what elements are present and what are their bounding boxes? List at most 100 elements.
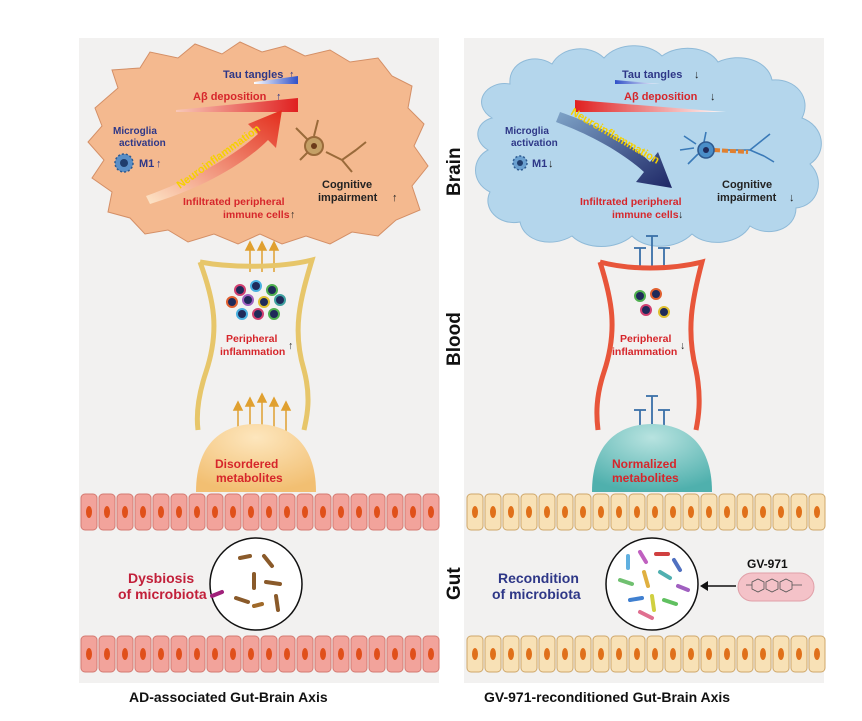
- right-microglia-label-line2: activation: [511, 138, 558, 149]
- epithelial-cell-nucleus: [814, 506, 820, 518]
- gv971-chemical-structure-icon: [746, 578, 802, 593]
- epithelial-cell-nucleus: [814, 648, 820, 660]
- left-tau-label: Tau tangles: [223, 69, 283, 81]
- epithelial-cell-nucleus: [320, 648, 326, 660]
- epithelial-cell-nucleus: [634, 506, 640, 518]
- epithelial-cell-nucleus: [176, 648, 182, 660]
- epithelial-cell-nucleus: [670, 506, 676, 518]
- right-metabolites-label-line2: metabolites: [612, 471, 679, 485]
- right-neuroinflammation-arrow: [556, 112, 672, 188]
- left-abeta-label: Aβ deposition: [193, 91, 267, 103]
- epithelial-cell-nucleus: [428, 506, 434, 518]
- right-gut-epithelium-top: [466, 493, 826, 531]
- right-panel-caption: GV-971-reconditioned Gut-Brain Axis: [484, 689, 730, 705]
- epithelial-cell-nucleus: [634, 648, 640, 660]
- epithelial-cell-nucleus: [796, 648, 802, 660]
- epithelial-cell-nucleus: [392, 648, 398, 660]
- epithelial-cell-nucleus: [374, 506, 380, 518]
- left-microglia-label-line1: Microglia: [113, 126, 157, 137]
- epithelial-cell-nucleus: [194, 648, 200, 660]
- epithelial-cell-nucleus: [284, 648, 290, 660]
- epithelial-cell-nucleus: [688, 506, 694, 518]
- right-peripheral-arrow: ↓: [680, 340, 685, 352]
- epithelial-cell-nucleus: [742, 648, 748, 660]
- epithelial-cell-nucleus: [652, 506, 658, 518]
- right-tau-label: Tau tangles: [622, 69, 682, 81]
- epithelial-cell-nucleus: [194, 506, 200, 518]
- epithelial-cell-nucleus: [158, 506, 164, 518]
- left-microbiota-label-line2: of microbiota: [118, 586, 207, 602]
- left-peripheral-arrow: ↑: [288, 340, 293, 352]
- epithelial-cell-nucleus: [580, 648, 586, 660]
- epithelial-cell-nucleus: [374, 648, 380, 660]
- epithelial-cell-nucleus: [122, 648, 128, 660]
- epithelial-cell-nucleus: [338, 506, 344, 518]
- epithelial-cell-nucleus: [86, 506, 92, 518]
- left-blood-vessel: [194, 256, 316, 431]
- left-immune-cells: [226, 280, 286, 320]
- epithelial-cell-nucleus: [778, 648, 784, 660]
- epithelial-cell-nucleus: [724, 648, 730, 660]
- epithelial-cell-nucleus: [212, 648, 218, 660]
- right-blood-vessel: [594, 258, 706, 431]
- right-metabolites-label-line1: Normalized: [612, 457, 677, 471]
- left-tau-arrow: ↑: [289, 69, 295, 81]
- right-immune-cells: [634, 288, 670, 318]
- left-cognitive-label-line1: Cognitive: [322, 179, 372, 191]
- left-abeta-gradient-bar: [176, 98, 298, 112]
- section-label-gut: Gut: [444, 567, 465, 600]
- left-microglia-label-line2: activation: [119, 138, 166, 149]
- epithelial-cell-nucleus: [338, 648, 344, 660]
- left-infiltrated-arrow: ↑: [290, 209, 295, 221]
- gv971-label: GV-971: [747, 557, 788, 571]
- right-gut-epithelium-bottom: [466, 635, 826, 673]
- right-abeta-gradient-bar: [575, 100, 726, 112]
- right-bacteria-icons: [618, 550, 690, 620]
- epithelial-cell-nucleus: [122, 506, 128, 518]
- epithelial-cell-nucleus: [562, 506, 568, 518]
- epithelial-cell-nucleus: [724, 506, 730, 518]
- left-neuroinflammation-arrow: [146, 110, 282, 204]
- right-microbiota-label-line1: Recondition: [498, 570, 579, 586]
- epithelial-cell-nucleus: [616, 648, 622, 660]
- left-metabolites-dome: [196, 424, 316, 492]
- left-cognitive-label-line2: impairment: [318, 192, 378, 204]
- epithelial-cell-nucleus: [428, 648, 434, 660]
- epithelial-cell-nucleus: [230, 506, 236, 518]
- epithelial-cell-nucleus: [706, 648, 712, 660]
- left-peripheral-label-line2: inflammation: [220, 346, 285, 358]
- left-gut-epithelium-bottom: [80, 635, 440, 673]
- epithelial-cell-nucleus: [472, 506, 478, 518]
- left-metabolites-label-line1: Disordered: [215, 457, 278, 471]
- right-infiltrated-label-line1: Infiltrated peripheral: [580, 196, 682, 208]
- epithelial-cell-nucleus: [140, 648, 146, 660]
- epithelial-cell-nucleus: [778, 506, 784, 518]
- epithelial-cell-nucleus: [562, 648, 568, 660]
- epithelial-cell-nucleus: [230, 648, 236, 660]
- epithelial-cell-nucleus: [742, 506, 748, 518]
- right-neuron-icon: [679, 131, 775, 165]
- epithelial-cell-nucleus: [158, 648, 164, 660]
- left-panel-caption: AD-associated Gut-Brain Axis: [129, 689, 328, 705]
- right-brain-shape: [475, 45, 822, 247]
- right-infiltrated-arrow: ↓: [678, 209, 683, 221]
- epithelial-cell-nucleus: [490, 506, 496, 518]
- right-tau-arrow: ↓: [694, 69, 700, 81]
- epithelial-cell-nucleus: [616, 506, 622, 518]
- left-bacteria-icons: [210, 554, 282, 612]
- left-infiltrated-label-line1: Infiltrated peripheral: [183, 196, 285, 208]
- epithelial-cell-nucleus: [410, 648, 416, 660]
- right-infiltrated-label-line2: immune cells: [612, 209, 679, 221]
- right-abeta-label: Aβ deposition: [624, 91, 698, 103]
- left-neuron-icon: [295, 119, 367, 173]
- section-label-brain: Brain: [444, 147, 465, 196]
- epithelial-cell-nucleus: [284, 506, 290, 518]
- section-label-blood: Blood: [444, 312, 465, 366]
- epithelial-cell-nucleus: [86, 648, 92, 660]
- epithelial-cell-nucleus: [176, 506, 182, 518]
- epithelial-cell-nucleus: [490, 648, 496, 660]
- epithelial-cell-nucleus: [104, 506, 110, 518]
- epithelial-cell-nucleus: [544, 506, 550, 518]
- right-peripheral-label-line1: Peripheral: [620, 333, 671, 345]
